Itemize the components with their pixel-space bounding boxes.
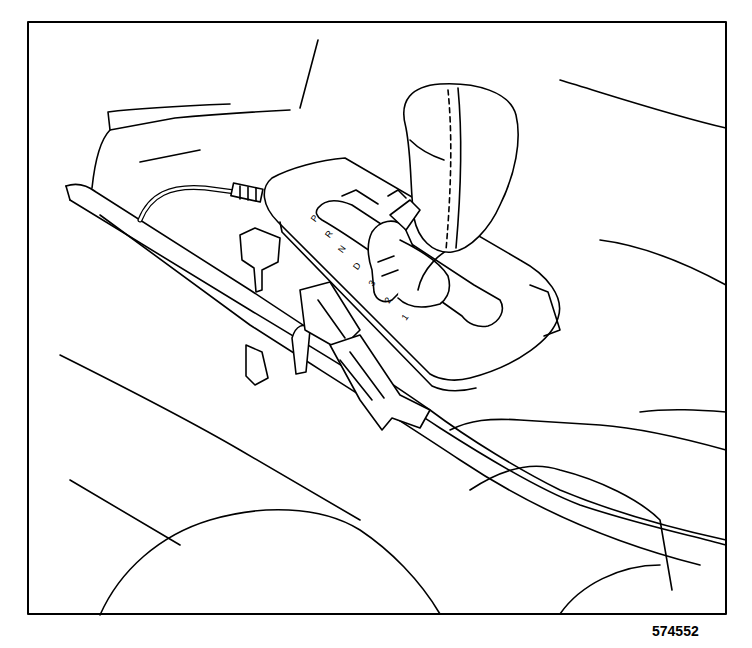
- figure-number: 574552: [652, 624, 699, 638]
